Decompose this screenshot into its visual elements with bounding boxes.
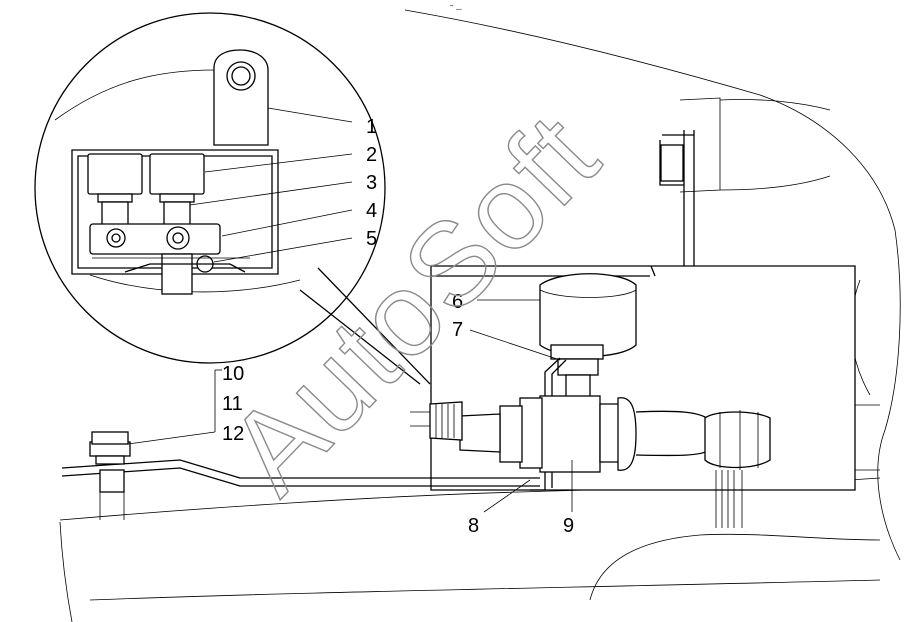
callout-12: 12	[222, 423, 244, 445]
callout-11: 11	[222, 393, 243, 415]
callout-3: 3	[366, 172, 377, 194]
callout-labels: 1 2 3 4 5 6 7 8 9 10 11 12	[222, 116, 574, 537]
sensor-assembly	[410, 273, 771, 528]
callout-2: 2	[366, 144, 377, 166]
detail-view	[34, 12, 386, 364]
callout-7: 7	[452, 319, 463, 341]
callout-1: 1	[366, 116, 377, 138]
bracket-strap	[61, 431, 540, 520]
callout-9: 9	[563, 515, 574, 537]
detail-leader	[299, 267, 431, 385]
callout-4: 4	[366, 200, 377, 222]
callout-5: 5	[366, 228, 377, 250]
callout-10: 10	[222, 363, 244, 385]
callout-6: 6	[452, 291, 463, 313]
top-mark: ˜ ‒	[449, 4, 462, 15]
callout-leaders	[127, 107, 573, 513]
callout-8: 8	[468, 515, 479, 537]
